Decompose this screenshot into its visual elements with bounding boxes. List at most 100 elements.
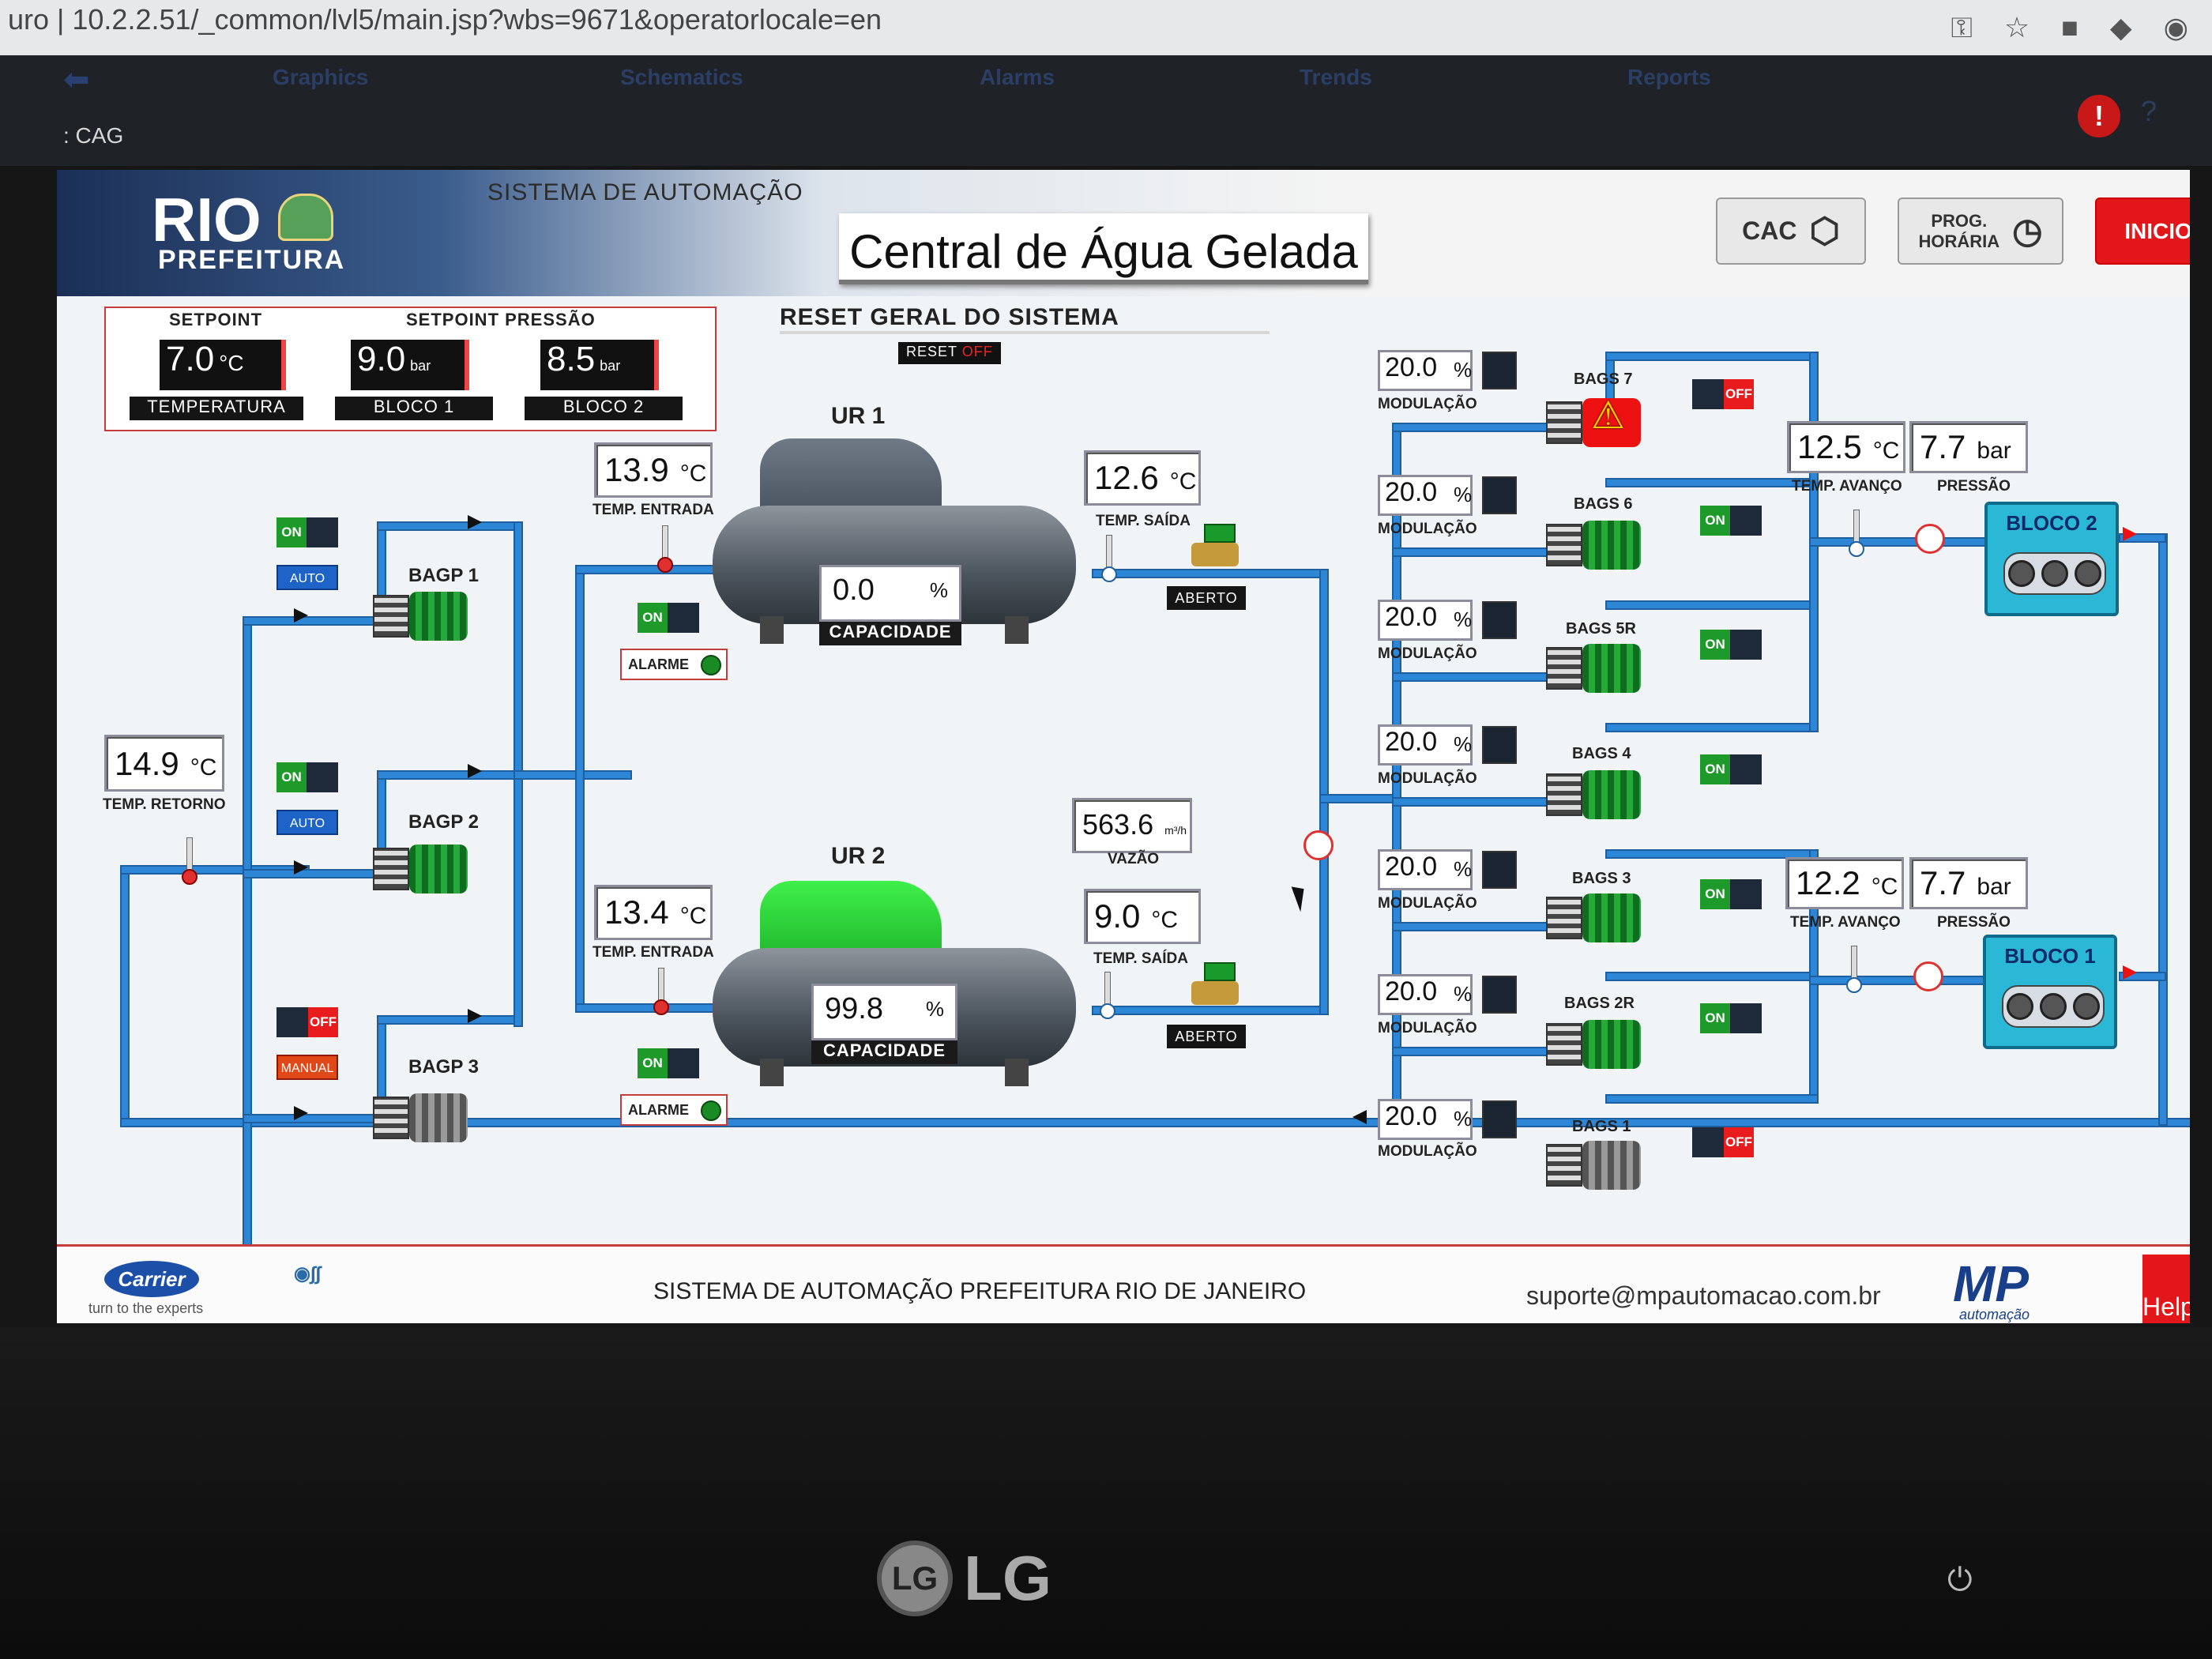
bagp2-label: BAGP 2 (408, 811, 479, 833)
shield-icon[interactable]: ◆ (2109, 11, 2132, 43)
ur1-valve-icon[interactable] (1187, 524, 1242, 571)
bagp3-pump-icon[interactable] (373, 1090, 468, 1146)
monitor-bezel (0, 1327, 2212, 1659)
setpoint-bloco2-tag: BLOCO 2 (525, 397, 683, 420)
support-email[interactable]: suporte@mpautomacao.com.br (1526, 1281, 1881, 1310)
bags3-pump-icon[interactable] (1546, 890, 1641, 946)
pipe (1605, 1094, 1819, 1104)
cac-button[interactable]: CAC ⬡ (1716, 198, 1866, 265)
crest-icon (278, 194, 333, 241)
bagp3-mode-button[interactable]: MANUAL (276, 1055, 338, 1080)
bagp2-mode-button[interactable]: AUTO (276, 810, 338, 835)
tab-graphics[interactable]: Graphics (273, 65, 369, 89)
pipe (377, 521, 523, 531)
account-icon[interactable]: ◉ (2163, 11, 2188, 43)
bags5r-pump-icon[interactable] (1546, 641, 1641, 696)
bags2r-pump-icon[interactable] (1546, 1017, 1641, 1072)
ur1-status[interactable]: ON (638, 603, 699, 633)
extension-icon[interactable]: ■ (2061, 11, 2078, 43)
footer: Carrier turn to the experts ◉∫∫ SISTEMA … (57, 1244, 2190, 1323)
ur2-temp-entrada-field: 13.4°C (594, 885, 713, 940)
browser-bar: uro | 10.2.2.51/_common/lvl5/main.jsp?wb… (0, 0, 2212, 55)
temp-retorno-field: 14.9°C (104, 735, 224, 792)
footer-text: SISTEMA DE AUTOMAÇÃO PREFEITURA RIO DE J… (653, 1278, 1307, 1304)
bagp2-pump-icon[interactable] (373, 841, 468, 897)
setpoint-temp-field[interactable]: 7.0°C (160, 340, 286, 390)
reset-button[interactable]: RESET OFF (898, 342, 1001, 364)
bloco1-temp-avanco-field: 12.2°C (1785, 857, 1904, 909)
bags7-modulacao-label: MODULAÇÃO (1378, 396, 1477, 412)
bloco2-temp-avanco-field: 12.5°C (1787, 421, 1905, 473)
cube-icon: ⬡ (1809, 212, 1840, 250)
ur2-status[interactable]: ON (638, 1048, 699, 1078)
bags3-status[interactable]: ON (1700, 879, 1762, 909)
fan-icon (2002, 985, 2105, 1028)
bagp1-mode-button[interactable]: AUTO (276, 565, 338, 590)
tab-reports[interactable]: Reports (1627, 65, 1711, 89)
header: RIO PREFEITURA SISTEMA DE AUTOMAÇÃO Cent… (57, 170, 2190, 296)
bagp2-status[interactable]: ON (276, 762, 338, 792)
bags6-status[interactable]: ON (1700, 506, 1762, 536)
bags5r-modulacao-field[interactable]: 20.0% (1378, 600, 1520, 641)
bagp1-status[interactable]: ON (276, 517, 338, 547)
back-arrow-icon[interactable]: ⬅ (63, 62, 90, 97)
tab-trends[interactable]: Trends (1300, 65, 1372, 89)
inicio-button[interactable]: INICIO (2095, 198, 2190, 265)
reset-state: OFF (961, 344, 993, 359)
bags7-modulacao-field[interactable]: 20.0% (1378, 350, 1520, 391)
bags1-pump-icon[interactable] (1546, 1138, 1641, 1193)
bags1-modulacao-field[interactable]: 20.0% (1378, 1099, 1520, 1140)
bagp3-label: BAGP 3 (408, 1056, 479, 1078)
help-question-icon[interactable]: ? (2141, 95, 2157, 127)
pipe (377, 770, 523, 780)
mp-tagline: automação (1959, 1307, 2030, 1322)
bags6-pump-icon[interactable] (1546, 517, 1641, 573)
system-label: SISTEMA DE AUTOMAÇÃO (487, 179, 803, 205)
bagp1-pump-icon[interactable] (373, 589, 468, 644)
thermometer-icon (1101, 535, 1117, 582)
bags2r-status[interactable]: ON (1700, 1003, 1762, 1033)
ur2-valve-icon[interactable] (1187, 962, 1242, 1010)
bloco2-unit[interactable]: BLOCO 2 (1984, 502, 2119, 616)
tab-alarms[interactable]: Alarms (980, 65, 1055, 89)
bloco1-unit[interactable]: BLOCO 1 (1983, 935, 2117, 1049)
flow-arrow-icon (294, 608, 308, 623)
bags6-modulacao-field[interactable]: 20.0% (1378, 475, 1520, 516)
bags4-modulacao-field[interactable]: 20.0% (1378, 724, 1520, 766)
key-icon[interactable]: ⚿ (1951, 11, 1973, 43)
ur2-temp-saida-field: 9.0°C (1084, 889, 1201, 944)
bags5r-status[interactable]: ON (1700, 630, 1762, 660)
url-bar[interactable]: uro | 10.2.2.51/_common/lvl5/main.jsp?wb… (8, 3, 882, 36)
bags3-modulacao-field[interactable]: 20.0% (1378, 849, 1520, 890)
pipe (575, 565, 585, 1011)
prog-horaria-button[interactable]: PROG.HORÁRIA ◷ (1898, 198, 2063, 265)
bags2r-modulacao-field[interactable]: 20.0% (1378, 974, 1520, 1015)
pipe (1605, 972, 1819, 981)
power-icon[interactable]: ⏻ (1947, 1563, 1973, 1597)
flow-arrow-icon (468, 1009, 482, 1023)
star-icon[interactable]: ☆ (2003, 11, 2030, 43)
bags1-status[interactable]: OFF (1692, 1127, 1754, 1157)
breadcrumb: : CAG (63, 123, 124, 148)
reset-text: RESET (906, 344, 957, 359)
bags4-pump-icon[interactable] (1546, 767, 1641, 822)
bags7-status[interactable]: OFF (1692, 379, 1754, 409)
pipe (377, 1015, 523, 1025)
pipe (243, 616, 252, 1296)
ur1-alarm-indicator: ALARME (620, 649, 728, 680)
setpoint-pressure-header: SETPOINT PRESSÃO (406, 310, 596, 329)
bloco1-temp-avanco-label: TEMP. AVANÇO (1790, 914, 1901, 931)
reset-label: RESET GERAL DO SISTEMA (780, 304, 1270, 334)
tab-schematics[interactable]: Schematics (620, 65, 743, 89)
bagp3-status[interactable]: OFF (276, 1007, 338, 1037)
alarm-dot-icon (701, 655, 721, 675)
prog-label-1: PROG. (1931, 210, 1988, 231)
bags4-status[interactable]: ON (1700, 754, 1762, 784)
alert-icon[interactable]: ! (2078, 95, 2120, 137)
help-button[interactable]: Help (2142, 1255, 2190, 1323)
bags7-pump-icon[interactable] (1546, 395, 1641, 450)
